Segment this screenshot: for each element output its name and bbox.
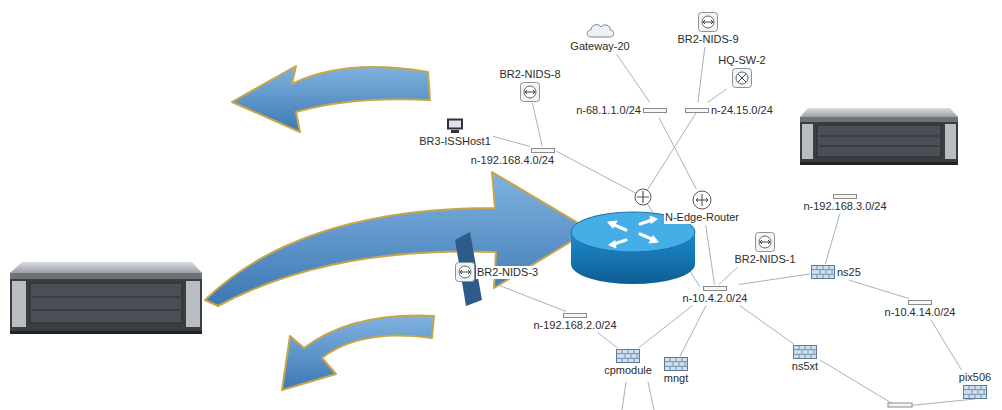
device-icon bbox=[585, 21, 615, 39]
device-label: n-192.168.2.0/24 bbox=[532, 319, 617, 332]
network-link bbox=[659, 118, 696, 190]
network-link bbox=[708, 89, 727, 103]
network-link bbox=[532, 103, 542, 147]
network-link bbox=[740, 306, 794, 345]
device-label: HQ-SW-2 bbox=[717, 54, 766, 67]
network-device: ns5xt bbox=[791, 345, 819, 373]
network-link bbox=[698, 47, 705, 103]
device-icon bbox=[698, 12, 718, 32]
device-icon bbox=[664, 357, 688, 371]
device-label: n-68.1.1.0/24 bbox=[575, 104, 642, 117]
device-label: n-192.168.4.0/24 bbox=[470, 154, 555, 167]
network-device: BR2-NIDS-1 bbox=[733, 232, 796, 266]
device-label: Gateway-20 bbox=[569, 40, 630, 53]
flow-arrows bbox=[205, 66, 590, 390]
device-label: BR2-NIDS-3 bbox=[476, 266, 539, 279]
subnet-bar bbox=[703, 286, 727, 291]
subnet-bar bbox=[531, 148, 555, 153]
subnet-bar bbox=[685, 108, 709, 113]
network-link bbox=[739, 274, 810, 285]
device-icon bbox=[455, 262, 475, 282]
device-label: mngt bbox=[663, 372, 689, 385]
subnet-node: n-68.1.1.0/24 bbox=[575, 104, 667, 117]
network-link bbox=[931, 320, 962, 371]
subnet-node: n-24.15.0/24 bbox=[685, 104, 774, 117]
device-icon bbox=[755, 232, 775, 252]
device-label: cpmodule bbox=[603, 364, 653, 377]
subnet-bar bbox=[643, 108, 667, 113]
server-illustration bbox=[800, 108, 958, 165]
device-icon bbox=[616, 349, 640, 363]
network-device: cpmodule bbox=[603, 349, 653, 377]
subnet-node: n-192.168.4.0/24 bbox=[470, 148, 555, 167]
subnet-node: n-192.168.3.0/24 bbox=[802, 194, 887, 213]
device-label: BR2-NIDS-1 bbox=[733, 253, 796, 266]
device-icon bbox=[732, 68, 752, 88]
network-link bbox=[493, 136, 530, 146]
network-device: BR2-NIDS-3 bbox=[455, 262, 539, 282]
device-icon bbox=[692, 190, 712, 210]
static-wires bbox=[556, 113, 975, 410]
network-link bbox=[719, 267, 738, 285]
network-device: mngt bbox=[663, 357, 689, 385]
network-device: N-Edge-Router bbox=[664, 190, 740, 224]
subnet-node: n-192.168.2.0/24 bbox=[532, 313, 617, 332]
subnet-bar bbox=[908, 300, 932, 305]
device-label: N-Edge-Router bbox=[664, 211, 740, 224]
device-label: BR2-NIDS-9 bbox=[676, 33, 739, 46]
device-label: ns25 bbox=[836, 266, 862, 279]
device-label: BR3-ISSHost1 bbox=[418, 135, 492, 148]
network-link bbox=[849, 280, 909, 299]
device-label: n-10.4.2.0/24 bbox=[682, 292, 749, 305]
network-link bbox=[680, 306, 706, 357]
subnet-bar bbox=[888, 403, 912, 407]
network-device: pix506 bbox=[958, 371, 992, 399]
network-device: BR2-NIDS-9 bbox=[676, 12, 739, 46]
network-device: BR3-ISSHost1 bbox=[418, 118, 492, 148]
network-link bbox=[493, 283, 566, 312]
device-icon bbox=[811, 265, 835, 279]
subnet-node: n-10.4.14.0/24 bbox=[884, 300, 957, 319]
device-label: n-192.168.3.0/24 bbox=[802, 200, 887, 213]
network-link bbox=[825, 214, 840, 265]
subnet-bar bbox=[833, 194, 857, 199]
subnet-node: n-10.4.2.0/24 bbox=[682, 286, 749, 305]
device-icon bbox=[963, 385, 987, 399]
network-link bbox=[617, 54, 650, 103]
server-illustration bbox=[10, 262, 202, 334]
network-device: ns25 bbox=[811, 265, 862, 279]
network-device: HQ-SW-2 bbox=[717, 54, 766, 88]
network-link bbox=[598, 333, 618, 349]
network-link bbox=[638, 306, 692, 349]
subnet-bar bbox=[563, 313, 587, 318]
network-device: BR2-NIDS-8 bbox=[498, 68, 561, 102]
device-label: BR2-NIDS-8 bbox=[498, 68, 561, 81]
device-icon bbox=[793, 345, 817, 359]
device-label: ns5xt bbox=[791, 360, 819, 373]
network-link bbox=[706, 225, 715, 285]
router-icon bbox=[635, 189, 651, 205]
network-device: Gateway-20 bbox=[569, 21, 630, 53]
device-label: n-10.4.14.0/24 bbox=[884, 306, 957, 319]
device-icon bbox=[446, 118, 464, 134]
device-label: n-24.15.0/24 bbox=[710, 104, 774, 117]
device-label: pix506 bbox=[958, 371, 992, 384]
device-icon bbox=[520, 82, 540, 102]
